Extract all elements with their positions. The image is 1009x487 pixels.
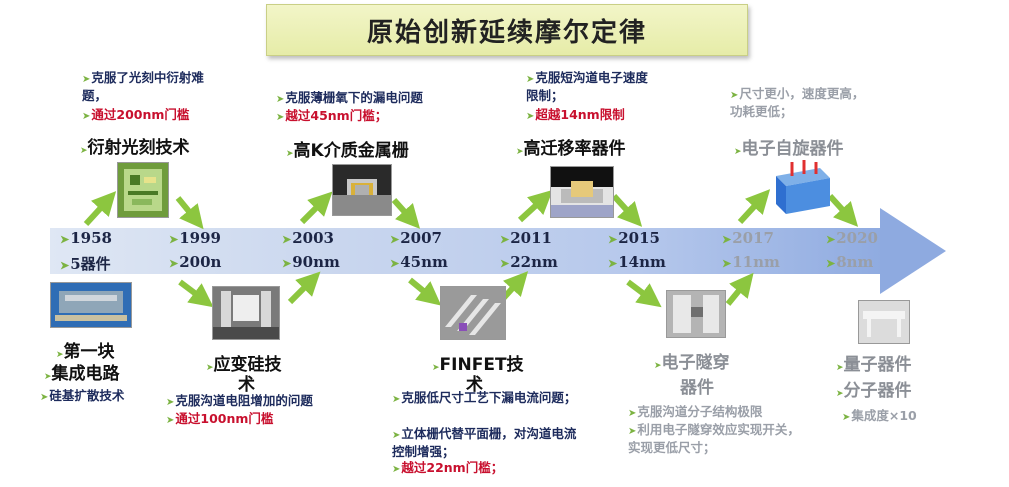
ic-name-line2: ➤集成电路 bbox=[44, 364, 120, 384]
ic-desc: ➤硅基扩散技术 bbox=[40, 388, 125, 403]
quantum-desc: ➤集成度×10 bbox=[842, 408, 917, 423]
spin-image bbox=[776, 160, 830, 214]
year-2007: ➤2007 bbox=[390, 229, 442, 247]
node-2015: ➤14nm bbox=[608, 253, 666, 271]
quantum-image bbox=[858, 300, 910, 344]
tunnel-image bbox=[666, 290, 726, 338]
diffraction-threshold: ➤通过200nm门槛 bbox=[82, 107, 190, 122]
quantum-name-line2: ➤分子器件 bbox=[836, 381, 912, 401]
node-2007: ➤45nm bbox=[390, 253, 448, 271]
diffraction-image bbox=[117, 162, 169, 218]
year-2020: ➤2020 bbox=[826, 229, 878, 247]
timeline-arrow-head bbox=[880, 208, 946, 294]
tunnel-name-line2: 器件 bbox=[680, 378, 714, 398]
highk-image bbox=[332, 164, 392, 216]
timeline-bar bbox=[50, 228, 890, 274]
ic-image bbox=[50, 282, 132, 328]
highk-desc: ➤克服薄栅氧下的漏电问题 bbox=[276, 90, 423, 105]
page-title: 原始创新延续摩尔定律 bbox=[366, 17, 647, 48]
spin-name: ➤电子自旋器件 bbox=[734, 139, 844, 159]
node-2011: ➤22nm bbox=[500, 253, 558, 271]
finfet-name-line2: 术 bbox=[466, 375, 483, 395]
node-1958: ➤5器件 bbox=[60, 255, 111, 273]
tunnel-desc1: ➤克服沟道分子结构极限 bbox=[628, 404, 763, 419]
highmobility-threshold: ➤超越14nm限制 bbox=[526, 107, 625, 122]
highmobility-desc: ➤克服短沟道电子速度限制； bbox=[526, 70, 648, 103]
tunnel-desc2: ➤利用电子隧穿效应实现开关，实现更低尺寸； bbox=[628, 422, 800, 455]
strain-image bbox=[212, 286, 280, 340]
year-1999: ➤1999 bbox=[169, 229, 221, 247]
strain-threshold: ➤通过100nm门槛 bbox=[166, 411, 274, 426]
diffraction-desc: ➤克服了光刻中衍射难题， bbox=[82, 70, 204, 103]
highk-name: ➤高K介质金属栅 bbox=[286, 141, 409, 161]
finfet-name-line1: ➤FINFET技 bbox=[432, 355, 524, 375]
year-2015: ➤2015 bbox=[608, 229, 660, 247]
finfet-image bbox=[440, 286, 506, 340]
strain-name-line2: 术 bbox=[238, 375, 255, 395]
strain-desc: ➤克服沟道电阻增加的问题 bbox=[166, 393, 313, 408]
node-2017: ➤11nm bbox=[722, 253, 780, 271]
spin-desc: ➤尺寸更小，速度更高，功耗更低； bbox=[730, 86, 865, 119]
tunnel-name-line1: ➤电子隧穿 bbox=[654, 353, 730, 373]
title-box: 原始创新延续摩尔定律 bbox=[266, 4, 748, 56]
year-2003: ➤2003 bbox=[282, 229, 334, 247]
year-2011: ➤2011 bbox=[500, 229, 552, 247]
highmobility-name: ➤高迁移率器件 bbox=[516, 139, 626, 159]
node-1999: ➤200n bbox=[169, 253, 222, 271]
year-2017: ➤2017 bbox=[722, 229, 774, 247]
quantum-name-line1: ➤量子器件 bbox=[836, 355, 912, 375]
node-2020: ➤8nm bbox=[826, 253, 874, 271]
highmobility-image bbox=[550, 166, 614, 218]
year-1958: ➤1958 bbox=[60, 229, 112, 247]
node-2003: ➤90nm bbox=[282, 253, 340, 271]
finfet-desc2: ➤立体栅代替平面栅，对沟道电流控制增强； bbox=[392, 426, 577, 459]
diffraction-name: ➤衍射光刻技术 bbox=[80, 138, 190, 158]
finfet-threshold: ➤越过22nm门槛； bbox=[392, 460, 504, 475]
strain-name-line1: ➤应变硅技 bbox=[206, 355, 282, 375]
highk-threshold: ➤越过45nm门槛； bbox=[276, 108, 388, 123]
finfet-desc1: ➤克服低尺寸工艺下漏电流问题； bbox=[392, 390, 577, 405]
ic-name-line1: ➤第一块 bbox=[56, 342, 115, 362]
